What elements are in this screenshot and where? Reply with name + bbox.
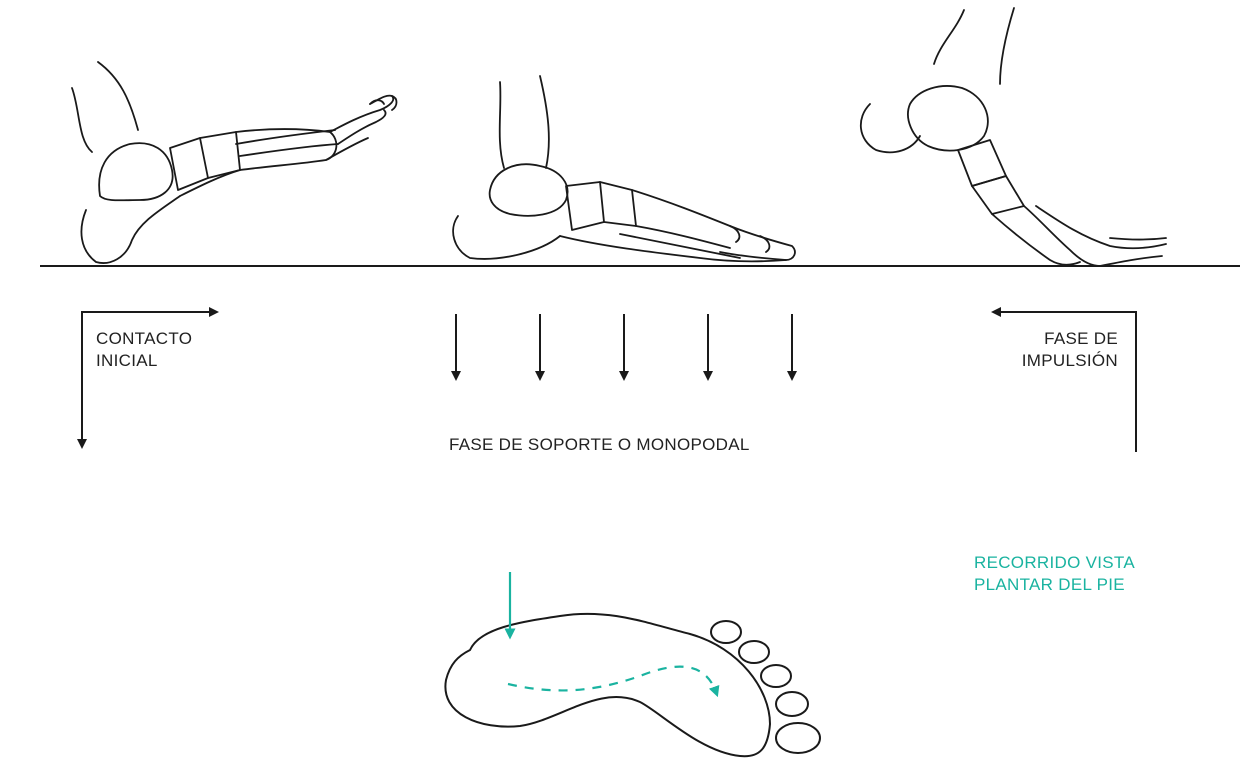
push-label: FASE DE IMPULSIÓN [960,328,1118,372]
toe-icon [739,641,769,663]
pressure-path-arrow [508,667,716,692]
push-label-line: IMPULSIÓN [960,350,1118,372]
toe-off-foot [861,8,1166,266]
toe-icon [776,692,808,716]
heel-strike-foot [72,62,397,263]
flat-foot [453,76,795,261]
toe-icon [711,621,741,643]
toe-icon [761,665,791,687]
plantar-label: RECORRIDO VISTA PLANTAR DEL PIE [974,552,1135,596]
support-arrows [456,314,792,376]
contact-label: CONTACTO INICIAL [96,328,192,372]
push-label-line: FASE DE [960,328,1118,350]
support-label: FASE DE SOPORTE O MONOPODAL [449,434,750,456]
contact-label-line: INICIAL [96,350,192,372]
footprint-outline [445,614,770,756]
toe-icon [776,723,820,753]
toe-circles [711,621,820,753]
plantar-label-line: PLANTAR DEL PIE [974,574,1135,596]
plantar-label-line: RECORRIDO VISTA [974,552,1135,574]
contact-label-line: CONTACTO [96,328,192,350]
